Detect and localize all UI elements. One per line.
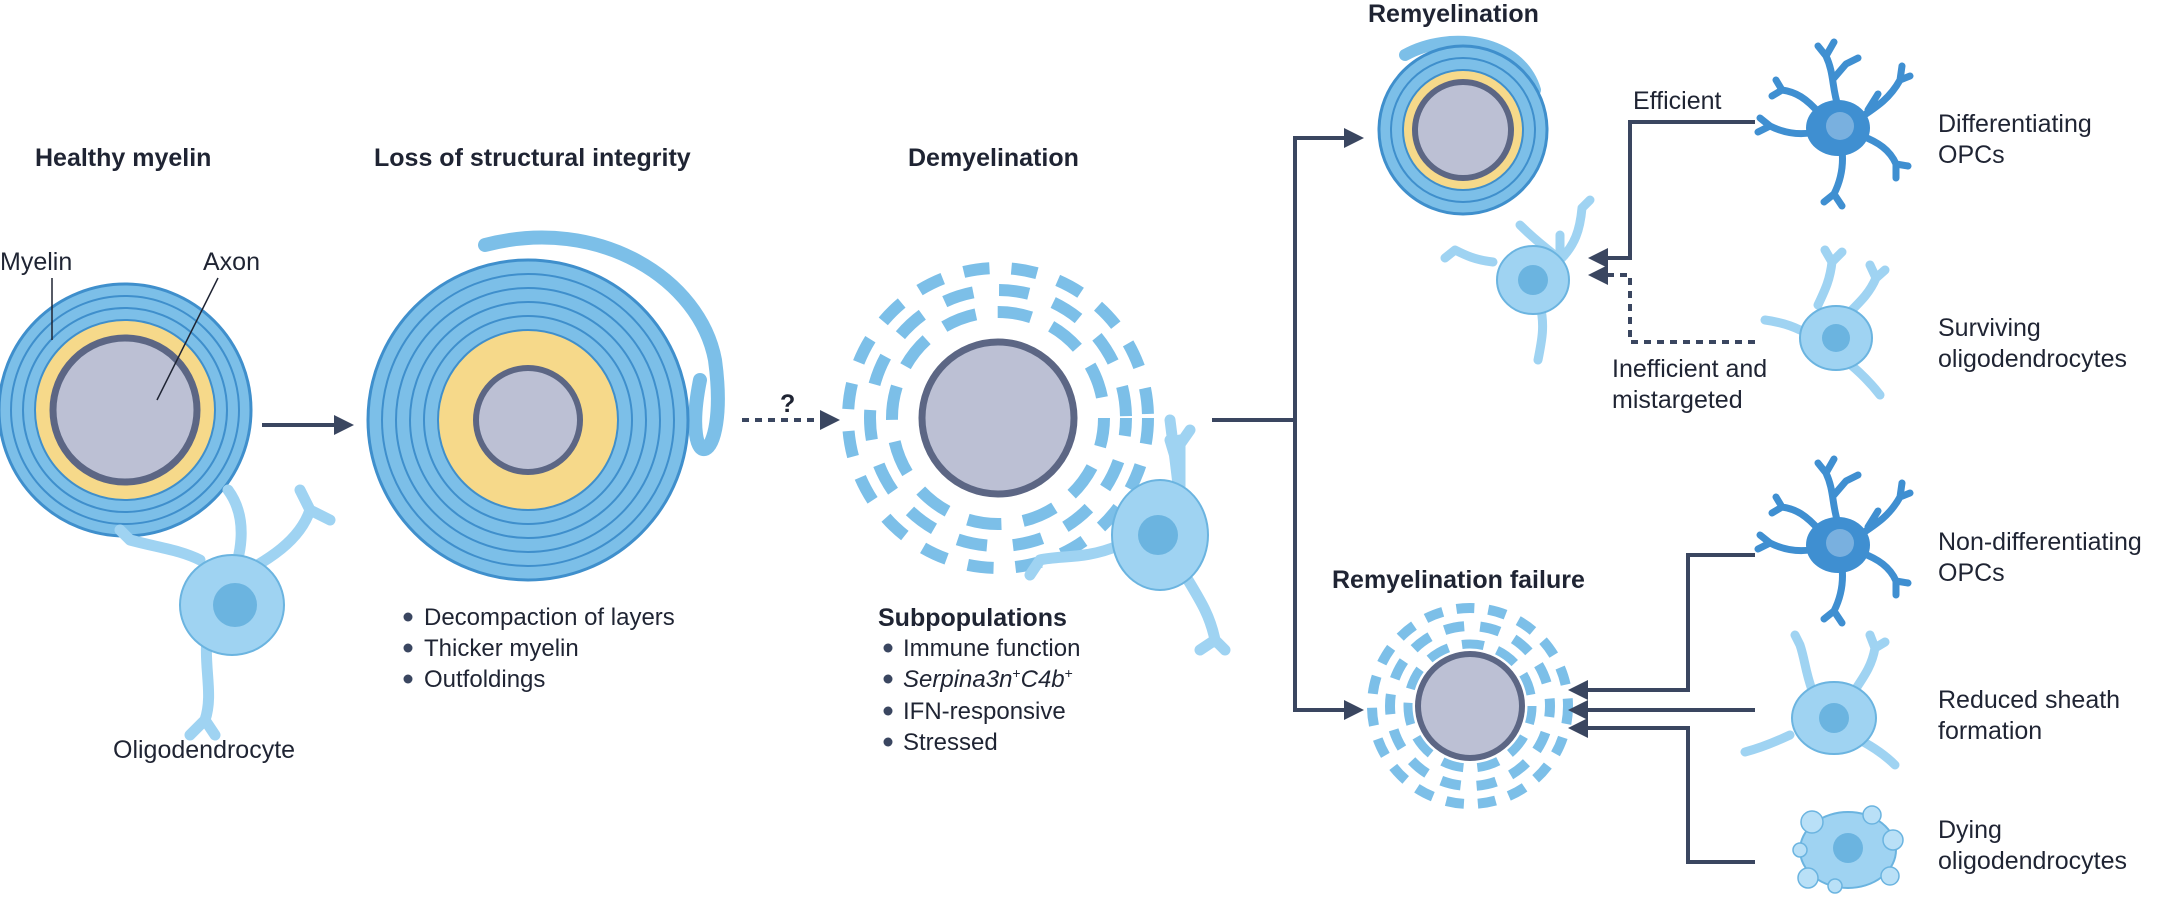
surviving-oligodendrocyte: [1760, 245, 1890, 400]
arrow-inefficient: [1588, 265, 1755, 344]
loss-axon: [473, 365, 583, 475]
question-mark: ?: [780, 390, 795, 418]
loss-myelin-sheath: [366, 230, 725, 582]
axon-pointer: [156, 277, 219, 401]
remyelinating-oligodendrocyte: [1440, 195, 1595, 365]
label-efficient: Efficient: [1633, 87, 1722, 115]
label-nondiff-1: Non-differentiating: [1938, 528, 2142, 556]
label-inefficient-2: mistargeted: [1612, 386, 1743, 414]
arrow-to-remyelination: [1212, 128, 1364, 422]
arrow-to-remyelination-failure: [1293, 420, 1364, 720]
title-demyelination: Demyelination: [908, 144, 1079, 172]
subpopulations-heading: Subpopulations: [878, 604, 1067, 632]
subpopulations-list: Subpopulations Immune function Serpina3n…: [878, 604, 1080, 756]
label-differentiating-1: Differentiating: [1938, 110, 2092, 138]
demyelinated-axon: [918, 338, 1078, 498]
reduced-sheath-oligodendrocyte: [1740, 630, 1900, 770]
loss-bullet-2: Thicker myelin: [424, 635, 579, 662]
label-myelin: Myelin: [0, 248, 72, 276]
label-inefficient-1: Inefficient and: [1612, 355, 1767, 383]
demyelination-oligodendrocyte: [1024, 414, 1231, 656]
subpop-immune: Immune function: [903, 635, 1080, 662]
failure-fragments: [1367, 603, 1573, 809]
arrow-efficient: [1588, 120, 1755, 268]
label-oligodendrocyte: Oligodendrocyte: [113, 736, 295, 764]
dying-oligodendrocyte: [1792, 805, 1904, 894]
failure-axon: [1415, 651, 1525, 761]
label-differentiating-2: OPCs: [1938, 141, 2005, 169]
healthy-myelin-sheath: [0, 282, 253, 538]
healthy-axon: [49, 334, 201, 486]
healthy-oligodendrocyte: [114, 484, 336, 741]
loss-bullet-3: Outfoldings: [424, 666, 545, 693]
title-healthy-myelin: Healthy myelin: [35, 144, 211, 172]
remyelinated-axon-sheath: [1377, 35, 1549, 216]
subpop-stressed: Stressed: [903, 729, 998, 756]
label-reduced-2: formation: [1938, 717, 2042, 745]
label-axon: Axon: [203, 248, 260, 276]
non-differentiating-opc: [1758, 459, 1910, 623]
label-nondiff-2: OPCs: [1938, 559, 2005, 587]
title-loss-integrity: Loss of structural integrity: [374, 144, 691, 172]
label-reduced-1: Reduced sheath: [1938, 686, 2120, 714]
differentiating-opc: [1758, 42, 1910, 206]
subpop-ifn: IFN-responsive: [903, 698, 1066, 725]
loss-bullet-1: Decompaction of layers: [424, 604, 675, 631]
subpop-serpina: Serpina3n+C4b+: [903, 665, 1073, 693]
label-dying-2: oligodendrocytes: [1938, 847, 2127, 875]
title-remyelination-failure: Remyelination failure: [1332, 566, 1585, 594]
remyelinated-axon: [1412, 79, 1514, 181]
label-surviving-1: Surviving: [1938, 314, 2041, 342]
label-surviving-2: oligodendrocytes: [1938, 345, 2127, 373]
arrow-dying: [1568, 718, 1755, 864]
demyelination-fragments: [842, 262, 1154, 574]
title-remyelination: Remyelination: [1368, 0, 1539, 28]
label-dying-1: Dying: [1938, 816, 2002, 844]
loss-bullets: Decompaction of layers Thicker myelin Ou…: [403, 604, 675, 693]
arrow-nondiff: [1568, 553, 1755, 700]
